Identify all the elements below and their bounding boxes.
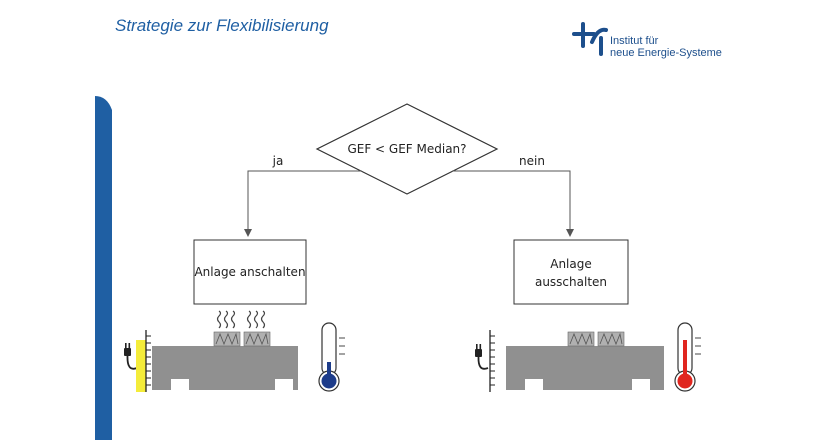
action-off-label-2: ausschalten xyxy=(535,275,607,289)
machine-foot xyxy=(275,379,293,390)
heating-elements xyxy=(567,331,625,347)
machine-foot xyxy=(525,379,543,390)
decision-label: GEF < GEF Median? xyxy=(347,142,466,156)
ine-logo-icon xyxy=(572,22,608,56)
logo-line-1: Institut für xyxy=(610,35,659,47)
action-box-on xyxy=(193,239,307,305)
machine-foot xyxy=(171,379,189,390)
machine-foot xyxy=(632,379,650,390)
machine-off-illustration xyxy=(475,322,701,392)
power-plug-icon xyxy=(475,344,489,370)
logo-text: Institut für neue Energie-Systeme xyxy=(610,35,722,59)
machine-on-illustration xyxy=(124,310,345,392)
thermometer-icon xyxy=(318,322,345,392)
heating-elements xyxy=(213,331,271,347)
accent-bar xyxy=(95,96,112,440)
action-off-label-1: Anlage xyxy=(550,257,592,271)
yes-branch-label: ja xyxy=(272,154,284,168)
yes-branch-arrow xyxy=(244,170,362,237)
power-level-column xyxy=(136,340,146,392)
action-on-label: Anlage anschalten xyxy=(194,265,305,279)
slide-title: Strategie zur Flexibilisierung xyxy=(115,16,329,35)
action-box-off xyxy=(513,239,629,305)
power-plug-icon xyxy=(124,343,138,370)
thermometer-icon xyxy=(674,322,701,392)
no-branch-arrow xyxy=(452,170,574,237)
no-branch-label: nein xyxy=(519,154,545,168)
institute-logo: Institut für neue Energie-Systeme xyxy=(572,20,732,64)
logo-line-2: neue Energie-Systeme xyxy=(610,47,722,59)
heat-waves-icon xyxy=(216,310,266,329)
